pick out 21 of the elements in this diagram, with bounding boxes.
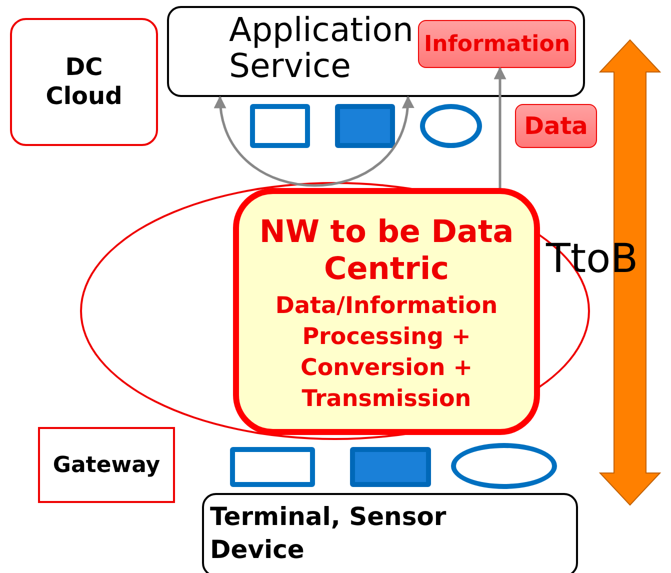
gateway-box [38, 427, 175, 503]
cloud-box [10, 18, 158, 146]
node-title: DC Cloud [44, 53, 124, 111]
node-title: Gateway [52, 452, 160, 478]
component-box [335, 104, 395, 148]
service-box [167, 6, 585, 97]
device-box [202, 493, 578, 573]
node-title: Terminal, Sensor Device [210, 501, 448, 566]
arrow [494, 66, 506, 188]
node-title: Information [424, 32, 570, 56]
arrow [215, 96, 413, 187]
network-box [233, 188, 540, 435]
node-title: Data [524, 112, 588, 140]
data-tag [515, 104, 597, 148]
component-box [230, 447, 315, 487]
node-title: NW to be Data Centric [258, 214, 515, 288]
information-tag [418, 20, 576, 68]
component-box [350, 447, 431, 487]
node-text: Data/Information Processing + Conversion + Transmission [274, 292, 499, 414]
component-box [250, 104, 310, 148]
node-title: Application Service [229, 12, 414, 85]
